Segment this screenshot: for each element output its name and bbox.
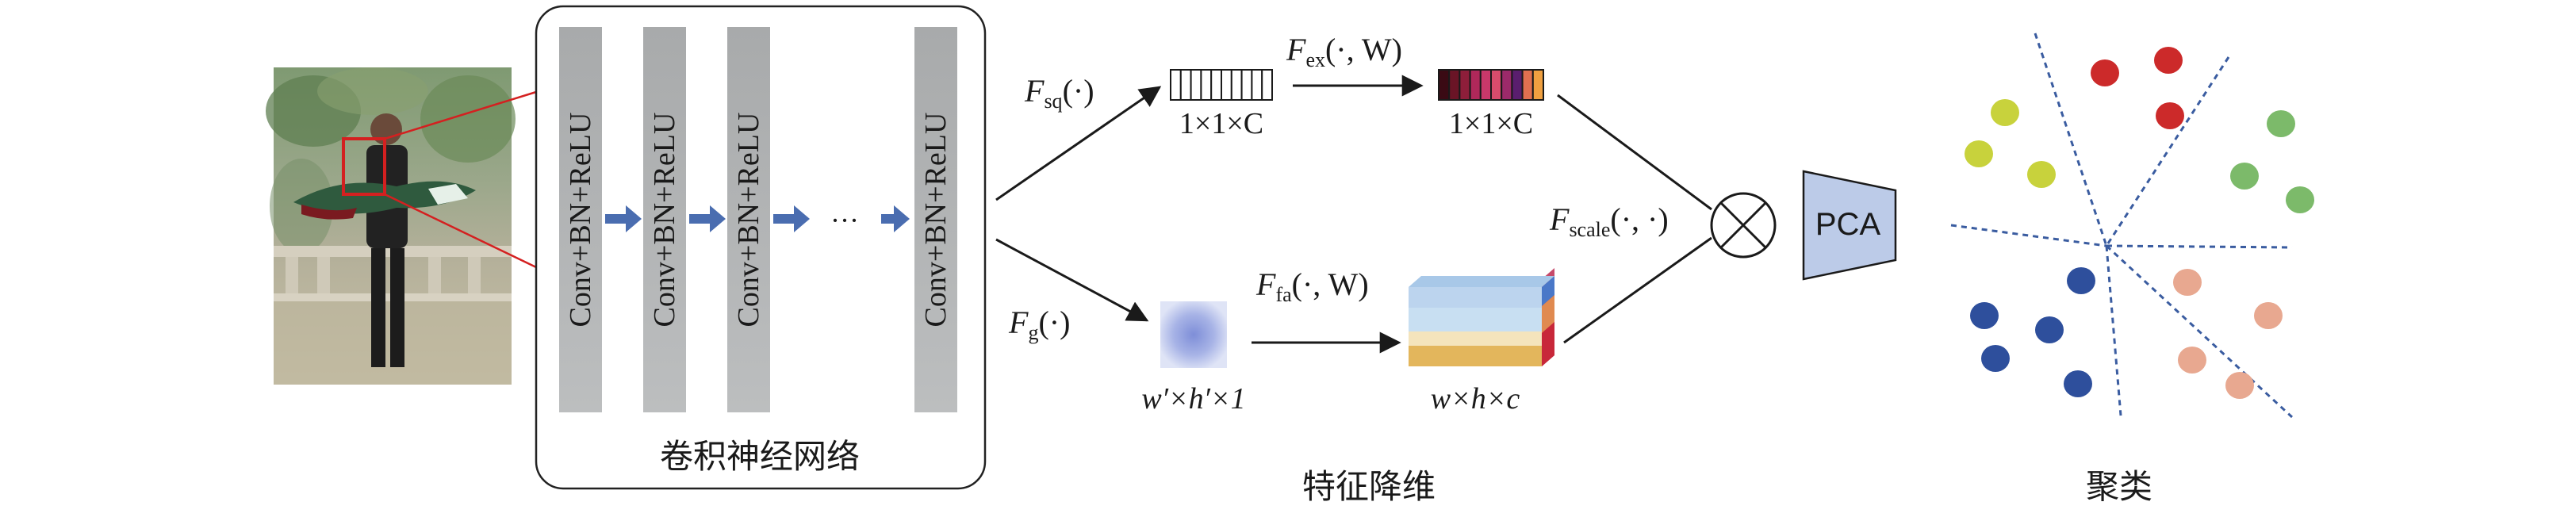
block-arrow-3 [773, 205, 810, 232]
cluster-point-salmon [2173, 269, 2202, 296]
cnn-caption: 卷积神经网络 [660, 437, 860, 476]
cluster-divider [2105, 56, 2230, 247]
cluster-point-blue [2067, 267, 2095, 294]
cluster-point-red [2091, 59, 2119, 86]
fa-dims: w×h×c [1431, 382, 1520, 416]
cnn-layer-1: Conv+BN+ReLU [559, 27, 602, 412]
excite-cell [1459, 69, 1471, 101]
squeeze-cell [1210, 69, 1222, 101]
squeeze-vector [1170, 69, 1273, 101]
cluster-point-green [2230, 163, 2259, 190]
multiply-icon [1710, 192, 1777, 259]
pca-label: PCA [1815, 207, 1881, 242]
squeeze-cell [1200, 69, 1213, 101]
cluster-plot [1950, 33, 2314, 419]
zoom-line-bottom [384, 193, 537, 269]
excite-cell [1448, 69, 1461, 101]
excite-cell [1511, 69, 1524, 101]
cluster-point-blue [1981, 345, 2010, 372]
fa-label: Ffa(·, W) [1255, 266, 1369, 306]
excite-cell [1469, 69, 1482, 101]
excite-cell [1501, 69, 1513, 101]
squeeze-cell [1240, 69, 1253, 101]
global-map [1160, 301, 1227, 368]
squeeze-dims: 1×1×C [1179, 107, 1263, 140]
cnn-ellipsis: ··· [830, 205, 859, 236]
cluster-point-red [2154, 47, 2183, 74]
pca-block [1802, 170, 1897, 281]
cnn-layer-label: Conv+BN+ReLU [648, 113, 681, 328]
cnn-layer-label: Conv+BN+ReLU [919, 113, 953, 328]
cnn-layer-3: Conv+BN+ReLU [727, 27, 770, 412]
cluster-point-red [2156, 102, 2184, 129]
zoom-box [342, 137, 386, 196]
arrow-to-squeeze [995, 86, 1162, 201]
cluster-point-yellow [1991, 99, 2019, 126]
cluster-point-green [2286, 186, 2314, 213]
cnn-layer-label: Conv+BN+ReLU [564, 113, 597, 328]
feature-stack [1409, 268, 1554, 366]
cnn-layer-label: Conv+BN+ReLU [732, 113, 765, 328]
cluster-point-salmon [2254, 302, 2283, 329]
feature-caption: 特征降维 [1302, 467, 1436, 506]
cnn-layer-4: Conv+BN+ReLU [914, 27, 957, 412]
cluster-point-yellow [1965, 140, 1993, 167]
cluster-divider [2105, 244, 2294, 419]
line-stack-to-multiply [1563, 236, 1712, 344]
block-arrow-2 [689, 205, 726, 232]
cluster-point-yellow [2027, 161, 2056, 188]
cluster-divider [2034, 33, 2108, 247]
cluster-point-blue [1970, 302, 1999, 329]
excite-cell [1521, 69, 1534, 101]
excite-cell [1531, 69, 1545, 101]
block-arrow-4 [881, 205, 910, 232]
squeeze-cell [1230, 69, 1243, 101]
squeeze-label: Fsq(·) [1024, 73, 1094, 113]
excite-cell [1490, 69, 1503, 101]
block-arrow-1 [605, 205, 642, 232]
cluster-point-salmon [2178, 347, 2206, 374]
cluster-point-salmon [2225, 372, 2254, 399]
squeeze-cell [1261, 69, 1273, 101]
input-photo [266, 67, 516, 385]
cluster-point-blue [2064, 370, 2092, 397]
arrow-to-global [995, 238, 1149, 322]
squeeze-cell [1251, 69, 1263, 101]
squeeze-cell [1190, 69, 1202, 101]
cluster-divider [1950, 224, 2107, 247]
excite-cell [1438, 69, 1451, 101]
cluster-divider [2105, 245, 2122, 416]
scale-label: Fscale(·, ·) [1549, 201, 1669, 241]
cluster-caption: 聚类 [2086, 467, 2152, 506]
global-label: Fg(·) [1008, 305, 1070, 344]
cluster-divider [2106, 244, 2293, 249]
squeeze-cell [1170, 69, 1182, 101]
global-dims: w′×h′×1 [1141, 382, 1245, 416]
zoom-line-top [384, 90, 537, 140]
excite-vector [1438, 69, 1545, 101]
excite-dims: 1×1×C [1449, 107, 1533, 140]
squeeze-cell [1221, 69, 1232, 101]
cnn-layer-2: Conv+BN+ReLU [643, 27, 686, 412]
excite-cell [1479, 69, 1493, 101]
cluster-point-blue [2035, 316, 2064, 343]
line-excite-to-multiply [1557, 94, 1712, 211]
cluster-point-green [2267, 110, 2295, 137]
squeeze-cell [1179, 69, 1192, 101]
excite-label: Fex(·, W) [1286, 32, 1402, 71]
